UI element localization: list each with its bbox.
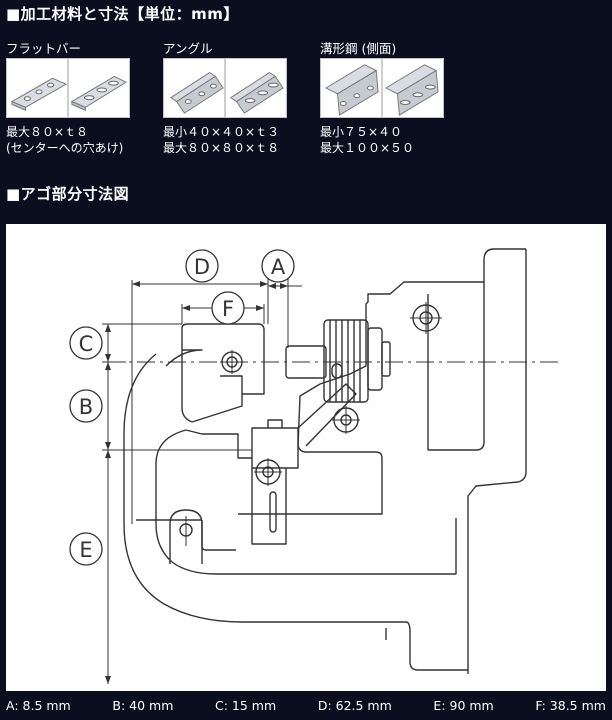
dimension-label-e: E [79, 538, 92, 562]
angle-illustration-icon [163, 58, 287, 118]
material-spec-line: 最大１００×５０ [320, 141, 415, 155]
dimension-label-b: B [79, 395, 93, 419]
materials-heading: ■加工材料と寸法【単位：mm】 [6, 5, 239, 23]
dimension-values-footer: A: 8.5 mm B: 40 mm C: 15 mm D: 62.5 mm E… [0, 698, 612, 720]
dimension-value-c: C: 15 mm [215, 698, 277, 713]
material-spec-line: 最小４０×４０×ｔ３ [163, 125, 280, 139]
material-spec-line: 最大８０×８０×ｔ８ [163, 141, 280, 155]
dimension-value-f: F: 38.5 mm [535, 698, 606, 713]
jaw-dimension-drawing: D A F C B E [6, 224, 606, 691]
material-name: フラットバー [6, 41, 82, 56]
material-spec-line: 最小７５×４０ [320, 125, 403, 139]
channel-illustration-icon [320, 58, 444, 118]
dimension-label-c: C [79, 332, 94, 356]
dimension-value-b: B: 40 mm [112, 698, 174, 713]
dimension-value-d: D: 62.5 mm [317, 698, 392, 713]
dimension-label-a: A [271, 255, 286, 279]
material-spec-line: 最大８０×ｔ８ [6, 125, 89, 139]
material-channel: 溝形鋼 (側面) 最小７５×４０ 最大１００×５０ [320, 40, 470, 156]
flat-bar-illustration-icon [6, 58, 130, 118]
dimension-label-d: D [194, 255, 210, 279]
dimension-value-a: A: 8.5 mm [6, 698, 71, 713]
dimension-value-e: E: 90 mm [433, 698, 494, 713]
material-name: 溝形鋼 (側面) [320, 41, 397, 56]
material-spec-line: (センターへの穴あけ) [6, 141, 124, 155]
material-name: アングル [163, 41, 213, 56]
material-angle: アングル 最小４０×４０×ｔ３ 最大８０×８０×ｔ８ [163, 40, 313, 156]
jaw-diagram-heading: ■アゴ部分寸法図 [6, 185, 130, 203]
dimension-label-f: F [222, 297, 234, 321]
jaw-drawing-svg: D A F C B E [69, 248, 558, 684]
material-flat-bar: フラットバー 最大８０×ｔ８ (センターへの穴あけ) [6, 40, 156, 156]
